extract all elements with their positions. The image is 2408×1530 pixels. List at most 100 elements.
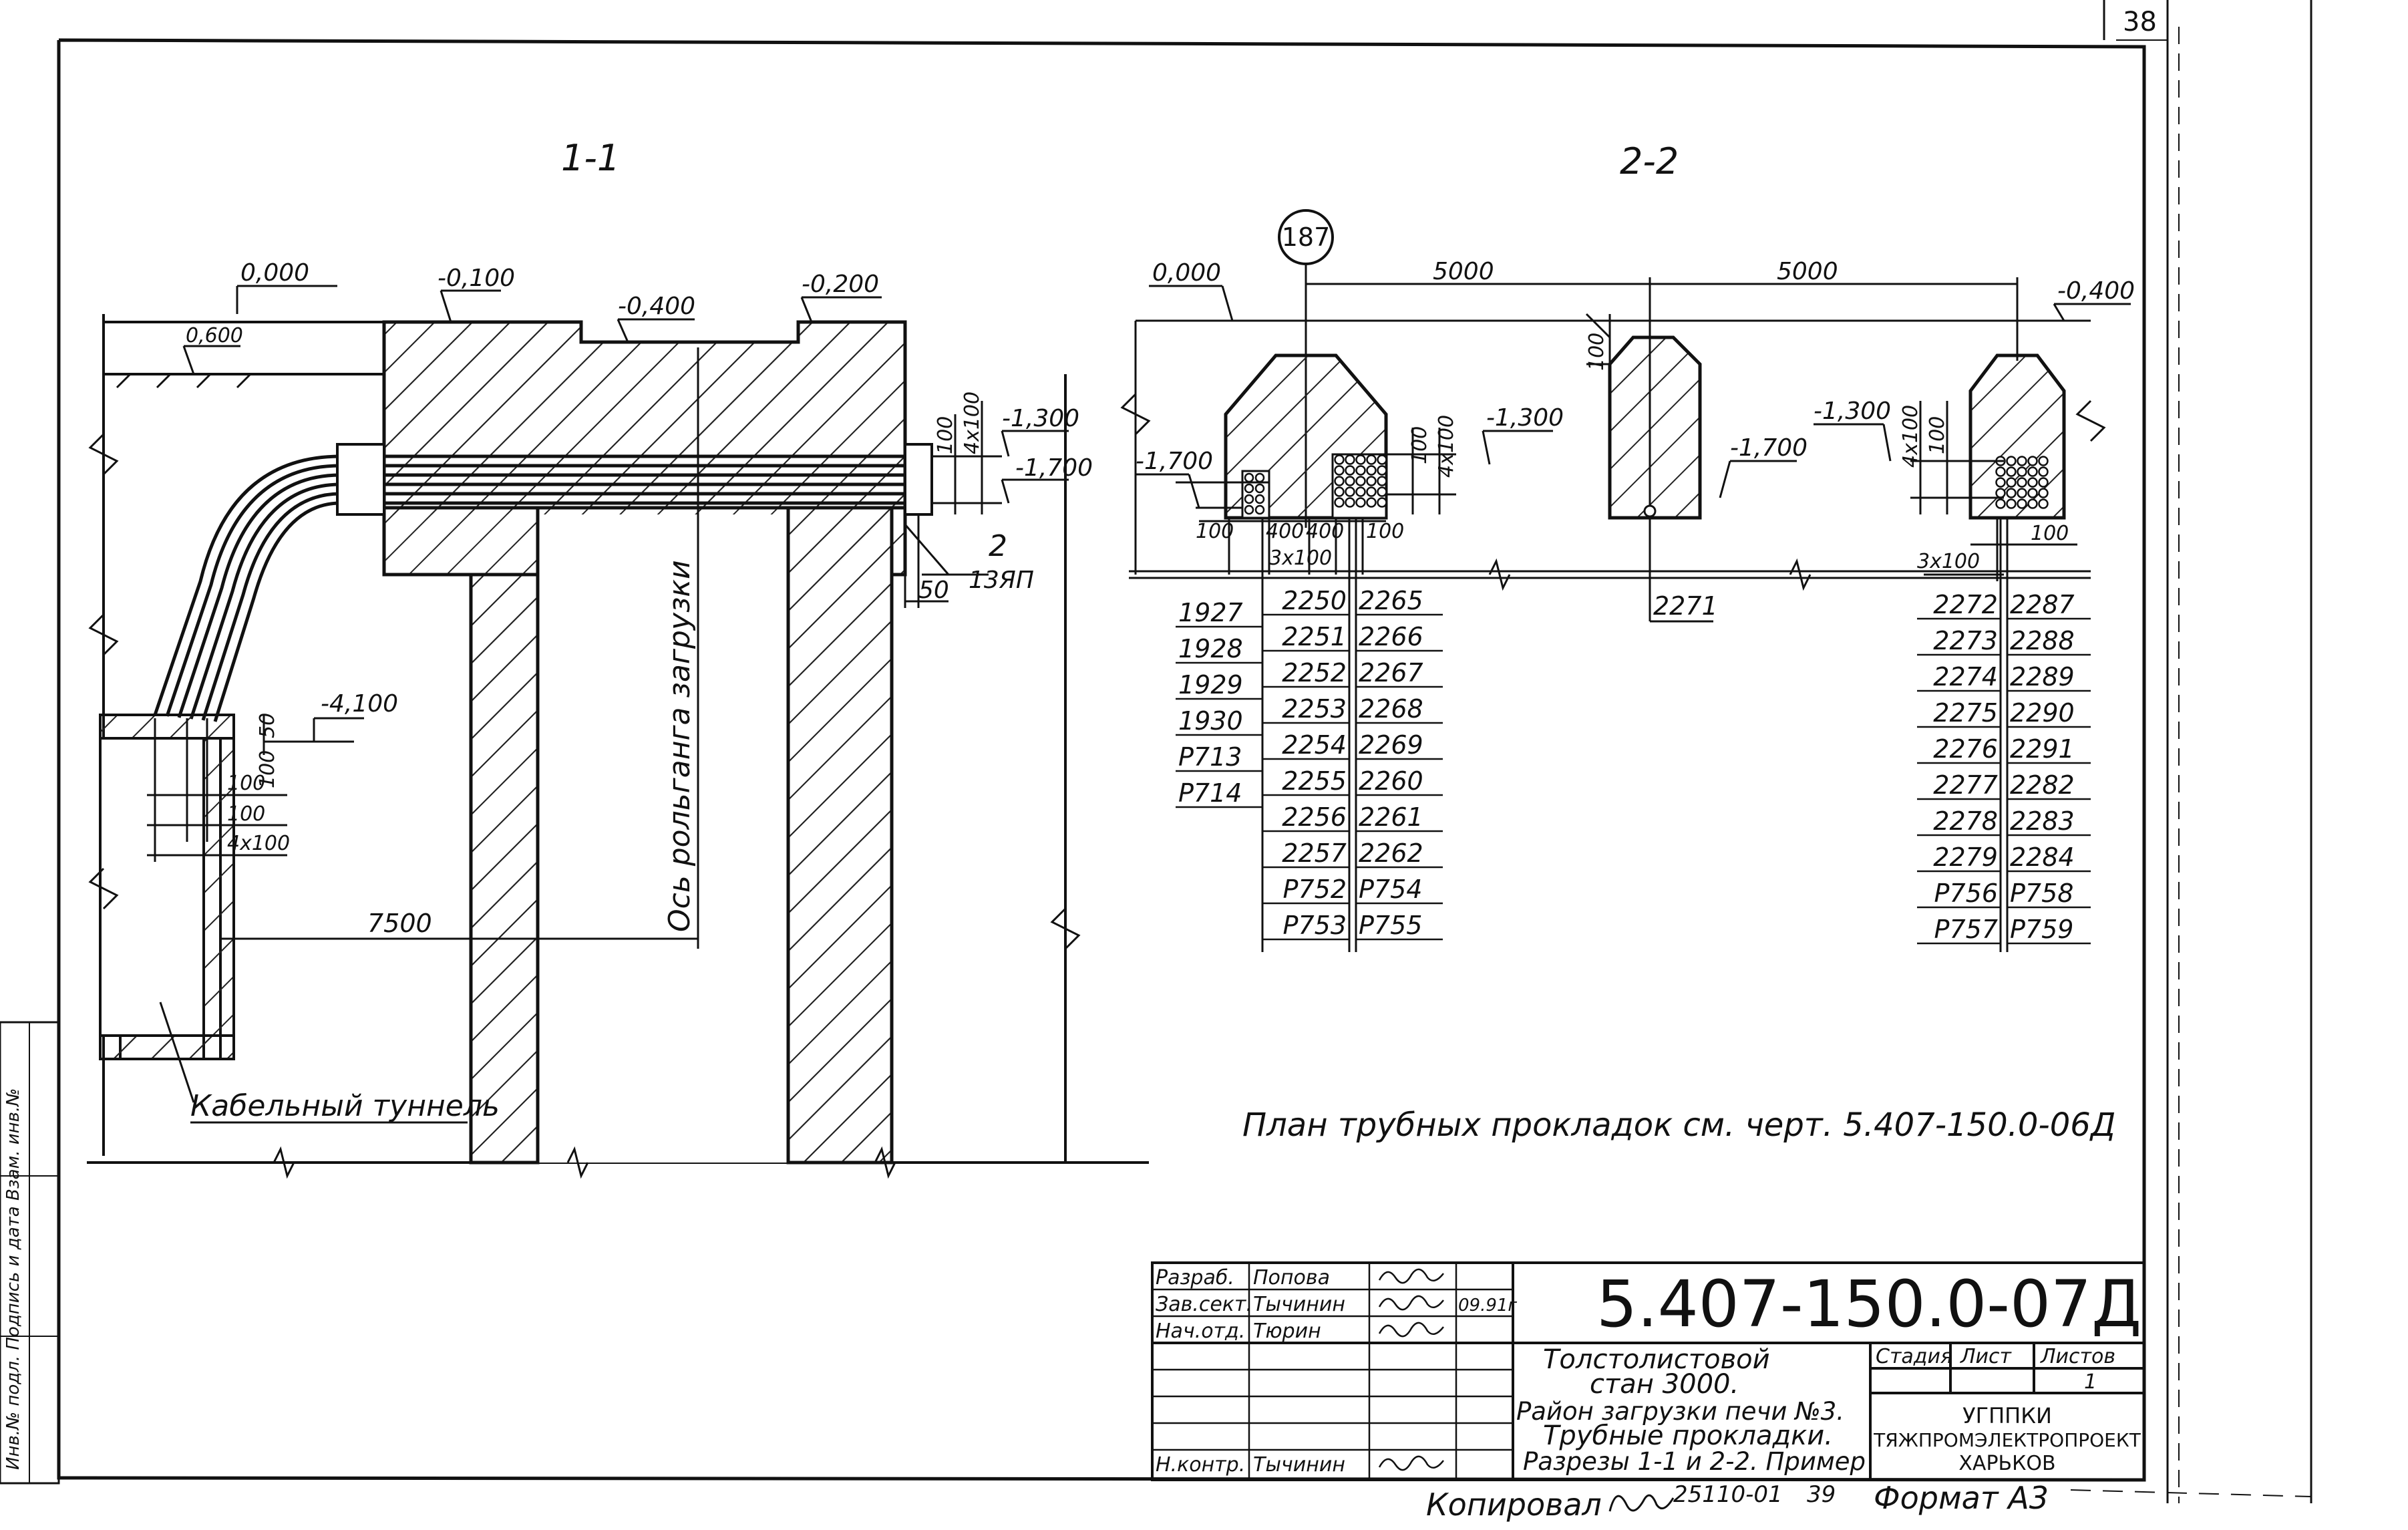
cable-label: 1929: [1178, 670, 1243, 700]
cable-label: 2274: [1933, 662, 1998, 692]
cable-label: 2251: [1282, 622, 1347, 651]
pipe-section: [2017, 498, 2027, 509]
pipe-section: [1355, 454, 1366, 465]
cable-label: Р752: [1283, 875, 1347, 904]
cable-label: 2253: [1282, 694, 1347, 724]
copier-signature: [1608, 1494, 1675, 1512]
pipe-section: [1334, 497, 1345, 508]
cable-label: 2279: [1933, 843, 1998, 872]
pipe-section: [2038, 477, 2049, 488]
dim-400-s2-a: 400: [1266, 520, 1304, 543]
section-1-title: 1-1: [561, 137, 620, 179]
cable-label: 2257: [1282, 838, 1347, 868]
stamp-role: Нач.отд.: [1156, 1320, 1245, 1343]
footer-format: Формат А3: [1874, 1480, 2049, 1516]
pipe-section: [2027, 466, 2038, 477]
pipe-section: [2006, 498, 2017, 509]
cable-label: Р754: [1359, 875, 1422, 904]
cable-label: 2282: [2010, 770, 2075, 800]
cable-label: Р758: [2010, 879, 2073, 908]
elev-1700-s1: -1,700: [1015, 454, 1093, 482]
footer-order: 25110-01: [1673, 1481, 1783, 1508]
cable-label: Р756: [1934, 879, 1998, 908]
cable-label: 2260: [1359, 766, 1423, 796]
stamp-date: 09.91г: [1458, 1295, 1517, 1316]
pipe-section: [1244, 472, 1254, 483]
pipe-section: [1345, 486, 1355, 497]
pipe-section: [1244, 483, 1254, 494]
pipe-section: [2038, 456, 2049, 466]
pipe-section: [1244, 494, 1254, 504]
cable-label: 2276: [1933, 734, 1998, 764]
stamp-rows: Разраб.ПоповаЗав.сект.ТычининНач.отд.Тюр…: [1156, 1266, 1444, 1477]
cable-label: Р714: [1178, 778, 1242, 808]
pipe-section: [1355, 465, 1366, 476]
dim-100-s2-a: 100: [1408, 426, 1431, 464]
pipe-section: [2006, 466, 2017, 477]
pipe-section: [1995, 477, 2006, 488]
pipe-cluster-left-big: [1334, 454, 1387, 508]
mid-label-2271: 2271: [1653, 591, 1718, 621]
cable-label: 2255: [1282, 766, 1347, 796]
title-line-4: Трубные прокладки.: [1543, 1420, 1833, 1451]
elev-1300-s2-right: -1,300: [1814, 398, 1891, 425]
stage-label: Стадия: [1876, 1345, 1952, 1368]
pipe-section: [1355, 476, 1366, 486]
dim-50-tunnel: 50: [256, 713, 279, 738]
cable-label: 2262: [1359, 838, 1423, 868]
pipe-section: [1254, 504, 1265, 515]
cable-label: 2269: [1359, 730, 1423, 760]
pipe-bundle: [153, 454, 918, 722]
callout-num: 2: [989, 529, 1007, 563]
cable-label: 2275: [1933, 698, 1998, 728]
elev-1700-s2-mid: -1,700: [1730, 434, 1808, 462]
cable-label: 2252: [1282, 658, 1347, 687]
title-block: Разраб.ПоповаЗав.сект.ТычининНач.отд.Тюр…: [1151, 1261, 2145, 1481]
pipe-section: [1995, 488, 2006, 498]
stamp-name: Тюрин: [1253, 1320, 1321, 1343]
pipe-section: [1345, 465, 1355, 476]
pipe-section: [2027, 477, 2038, 488]
elev-1300-s2-left: -1,300: [1486, 404, 1564, 432]
stamp-role: Н.контр.: [1156, 1453, 1245, 1477]
pipe-section: [2006, 456, 2017, 466]
dim-100-b: 100: [227, 802, 265, 826]
duct-block-middle: [1608, 335, 1702, 520]
pipe-section: [1244, 504, 1254, 515]
cable-label: 2268: [1359, 694, 1423, 724]
cable-label: Р755: [1359, 911, 1422, 940]
cable-label: 2256: [1282, 802, 1347, 832]
pipe-section: [1254, 483, 1265, 494]
marker-187-label: 187: [1282, 222, 1331, 252]
pipe-section: [2027, 488, 2038, 498]
dim-50-s1: 50: [918, 577, 949, 604]
pipe-section: [2027, 498, 2038, 509]
dim-100-a: 100: [227, 772, 265, 795]
pipe-section: [1377, 486, 1387, 497]
section-2-title: 2-2: [1620, 140, 1679, 182]
doc-code: 5.407-150.0-07Д: [1596, 1267, 2141, 1342]
plan-note: План трубных прокладок см. черт. 5.407-1…: [1242, 1106, 2115, 1144]
section-2-2: 2-2 187 5000 5000 0,000 -0,400: [1120, 140, 2135, 952]
footer-copied: Копировал: [1426, 1487, 1602, 1523]
cable-label: Р759: [2010, 915, 2073, 944]
cable-label: Р753: [1283, 911, 1347, 940]
pipe-section: [2027, 456, 2038, 466]
elev-4100: -4,100: [321, 690, 398, 718]
signature: [1378, 1322, 1444, 1338]
pipe-section: [1366, 486, 1377, 497]
elev-1700-s2-left: -1,700: [1136, 448, 1213, 475]
cable-label: 2290: [2010, 698, 2075, 728]
pipe-section: [2006, 488, 2017, 498]
pipe-section: [1995, 498, 2006, 509]
cable-label: 2273: [1933, 626, 1998, 655]
section-1-1: 1-1: [87, 137, 1149, 1179]
dim-3x100-s2: 3x100: [1269, 547, 1332, 570]
footer-page: 39: [1807, 1481, 1836, 1508]
cable-label: 2287: [2010, 590, 2075, 619]
duct-block-right: [1968, 353, 2066, 520]
cable-label: 2288: [2010, 626, 2075, 655]
